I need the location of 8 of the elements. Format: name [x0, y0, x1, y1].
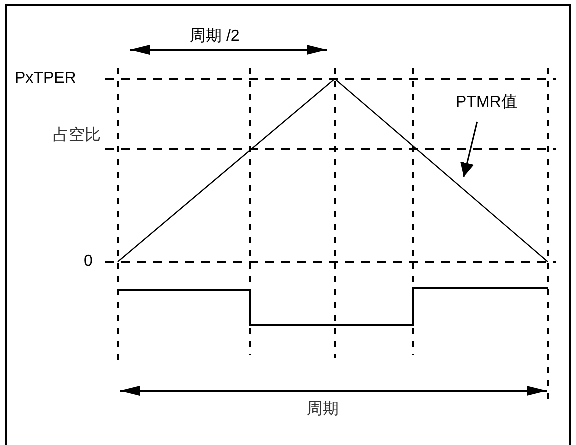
- axis-label: 占空比: [53, 127, 101, 145]
- value-label: PTMR值: [456, 94, 518, 112]
- leader-line: [460, 122, 478, 178]
- triangle-waveform: [118, 78, 548, 262]
- axis-label: PxTPER: [15, 70, 76, 88]
- axis-label: 周期 /2: [190, 28, 240, 46]
- axis-label: 0: [84, 253, 93, 271]
- axis-label: 周期: [307, 401, 339, 419]
